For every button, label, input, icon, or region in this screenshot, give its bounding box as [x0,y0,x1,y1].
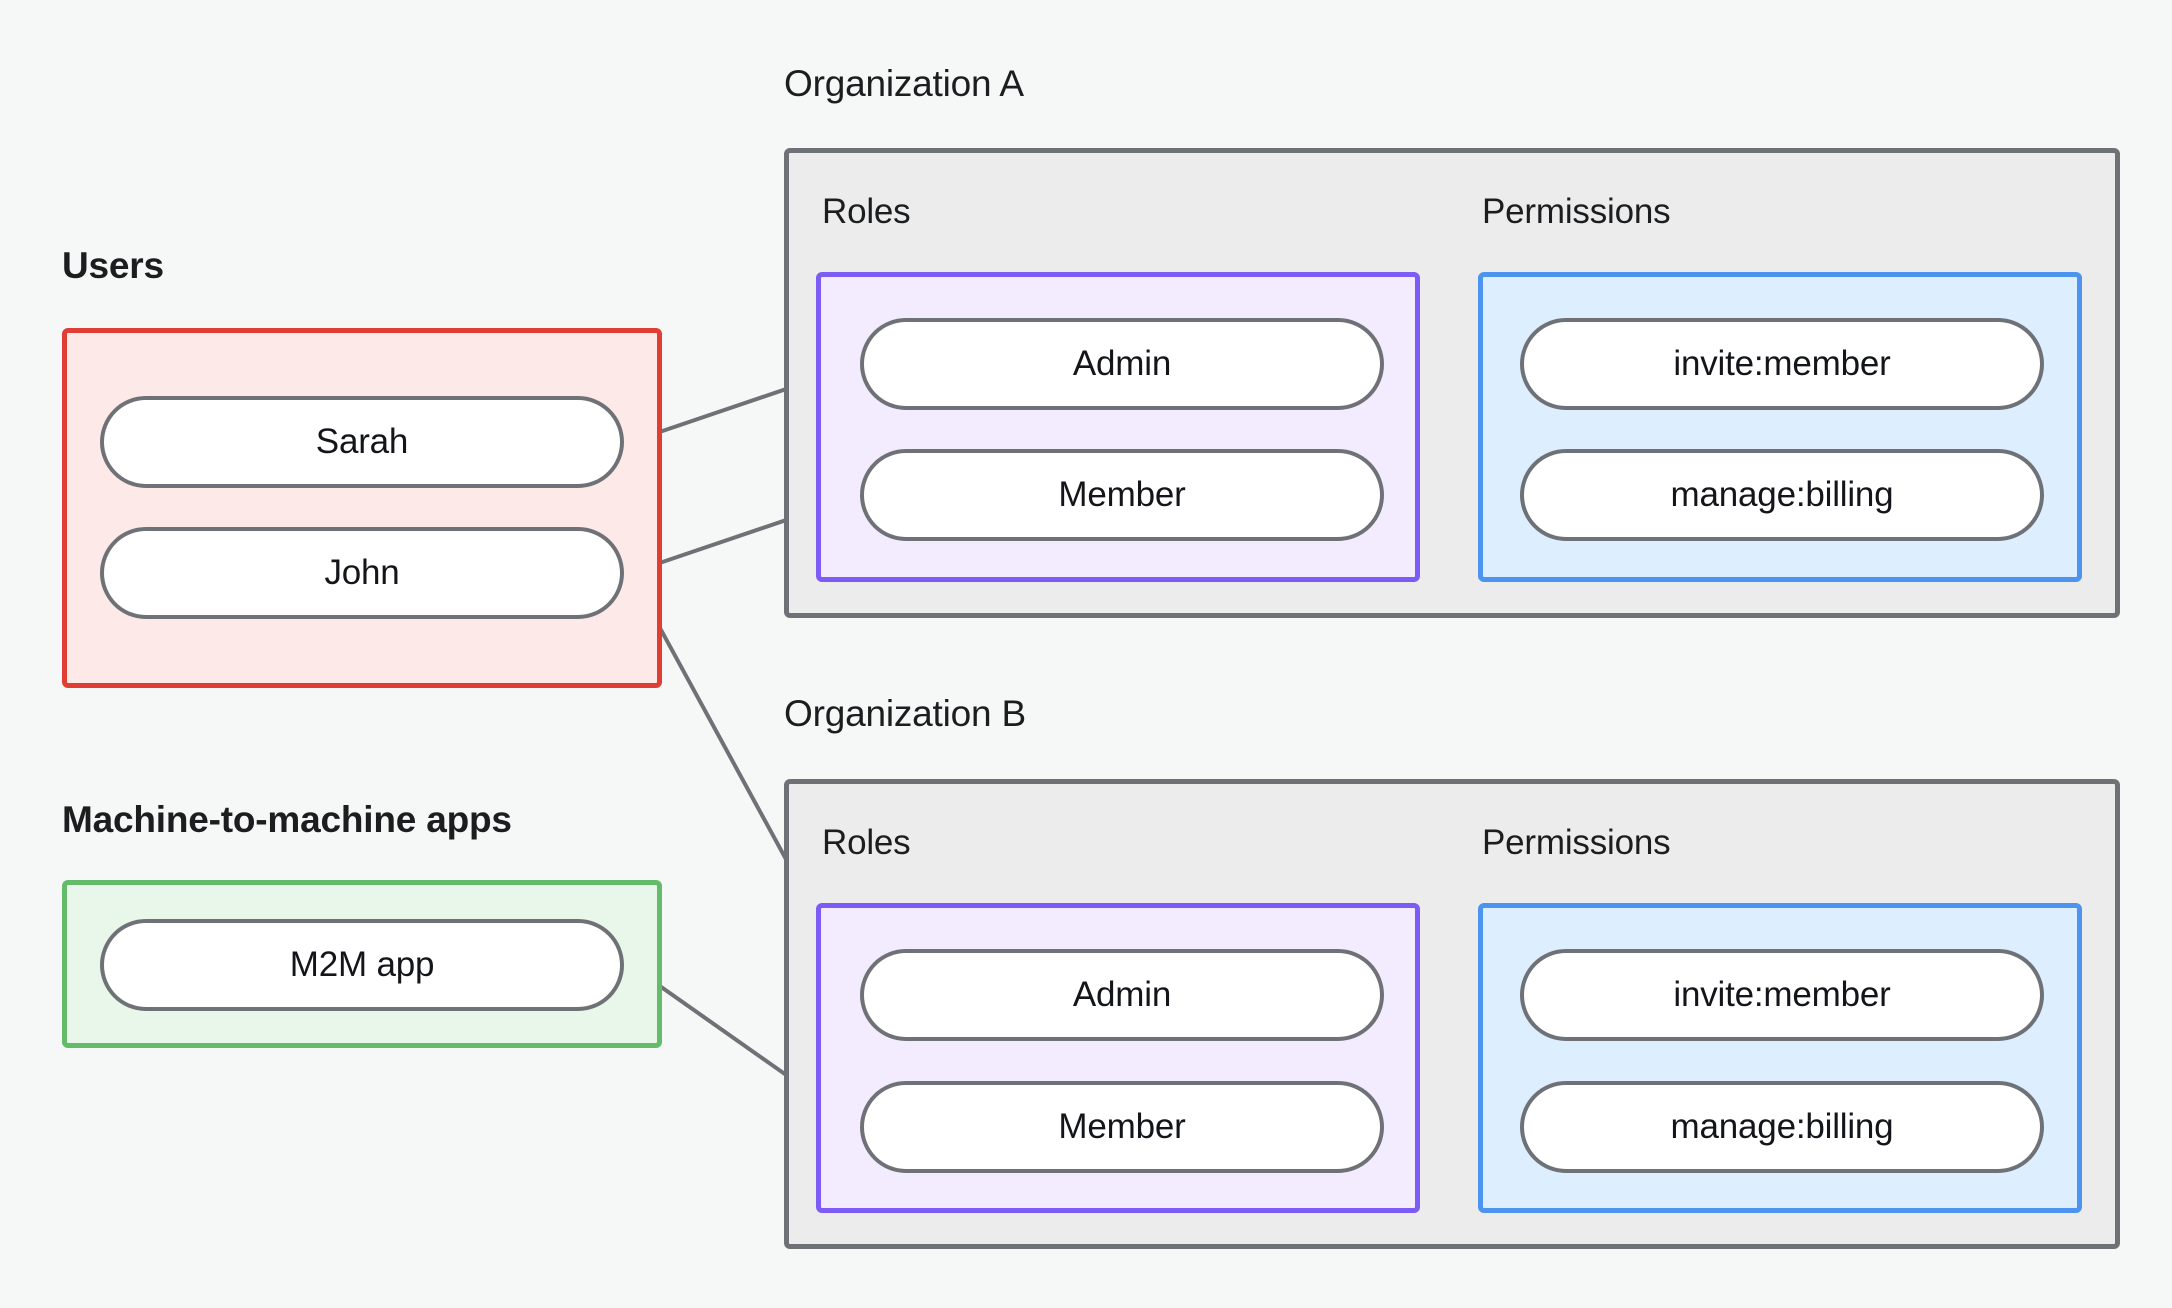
org-a-roles-title: Roles [822,192,911,231]
org-b-permissions-title: Permissions [1482,823,1671,862]
node-john[interactable]: John [100,527,624,619]
node-org-b-member[interactable]: Member [860,1081,1384,1173]
node-org-b-manage-billing[interactable]: manage:billing [1520,1081,2044,1173]
node-org-a-admin[interactable]: Admin [860,318,1384,410]
node-org-b-admin[interactable]: Admin [860,949,1384,1041]
org-a-title: Organization A [784,63,1024,104]
users-group-label: Users [62,245,164,286]
node-org-a-invite-member[interactable]: invite:member [1520,318,2044,410]
node-org-a-member[interactable]: Member [860,449,1384,541]
node-org-b-invite-member[interactable]: invite:member [1520,949,2044,1041]
node-org-a-manage-billing[interactable]: manage:billing [1520,449,2044,541]
users-container [62,328,662,688]
org-a-permissions-title: Permissions [1482,192,1671,231]
node-sarah[interactable]: Sarah [100,396,624,488]
org-b-title: Organization B [784,693,1026,734]
org-b-roles-title: Roles [822,823,911,862]
m2m-group-label: Machine-to-machine apps [62,799,512,840]
node-m2m-app[interactable]: M2M app [100,919,624,1011]
